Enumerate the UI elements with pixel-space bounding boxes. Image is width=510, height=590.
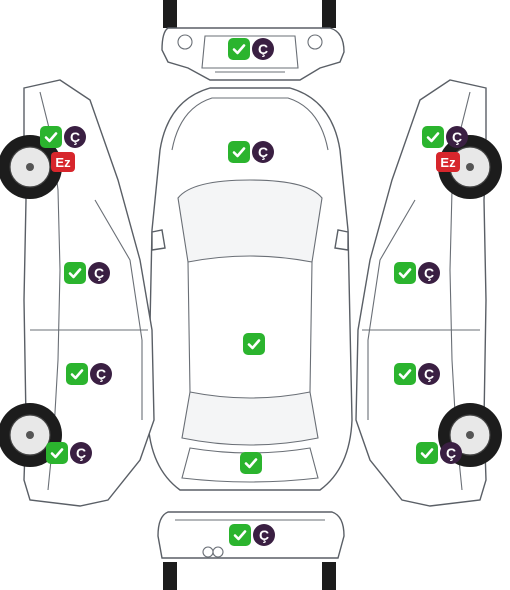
panel-code-badge: Ç: [446, 126, 468, 148]
check-icon: [228, 141, 250, 163]
check-icon: [40, 126, 62, 148]
panel-extra-badge-left-front-fender: Ez: [51, 152, 75, 172]
panel-code-badge: Ç: [88, 262, 110, 284]
panel-code-badge: Ç: [252, 141, 274, 163]
panel-code-badge: Ç: [418, 363, 440, 385]
left-front-wheel: [0, 135, 62, 199]
panel-code-badge: Ç: [252, 38, 274, 60]
panel-status-left-front-fender[interactable]: Ç: [40, 126, 86, 148]
right-side-drawing: [355, 79, 502, 507]
panel-status-roof[interactable]: [243, 333, 265, 355]
check-icon: [240, 452, 262, 474]
panel-code-badge: Ç: [418, 262, 440, 284]
panel-status-front-bumper[interactable]: Ç: [228, 38, 274, 60]
panel-code-badge: Ç: [64, 126, 86, 148]
panel-code-badge: Ç: [440, 442, 462, 464]
check-icon: [416, 442, 438, 464]
panel-status-right-rear-fender[interactable]: Ç: [416, 442, 462, 464]
check-icon: [228, 38, 250, 60]
left-side-drawing: [0, 79, 155, 507]
panel-status-trunk[interactable]: [240, 452, 262, 474]
panel-code-badge: Ç: [70, 442, 92, 464]
panel-status-left-rear-fender[interactable]: Ç: [46, 442, 92, 464]
panel-status-right-rear-door[interactable]: Ç: [394, 363, 440, 385]
check-icon: [394, 363, 416, 385]
check-icon: [243, 333, 265, 355]
panel-code-badge: Ç: [253, 524, 275, 546]
panel-status-right-front-fender[interactable]: Ç: [422, 126, 468, 148]
top-view-drawing: [147, 87, 353, 491]
panel-status-hood[interactable]: Ç: [228, 141, 274, 163]
rear-bumper-drawing: [157, 511, 345, 590]
check-icon: [229, 524, 251, 546]
panel-extra-badge-right-front-fender: Ez: [436, 152, 460, 172]
panel-status-left-rear-door[interactable]: Ç: [66, 363, 112, 385]
check-icon: [66, 363, 88, 385]
check-icon: [394, 262, 416, 284]
panel-code-badge: Ç: [90, 363, 112, 385]
check-icon: [422, 126, 444, 148]
panel-status-right-front-door[interactable]: Ç: [394, 262, 440, 284]
panel-status-rear-bumper[interactable]: Ç: [229, 524, 275, 546]
right-front-wheel: [438, 135, 502, 199]
check-icon: [64, 262, 86, 284]
check-icon: [46, 442, 68, 464]
panel-status-left-front-door[interactable]: Ç: [64, 262, 110, 284]
